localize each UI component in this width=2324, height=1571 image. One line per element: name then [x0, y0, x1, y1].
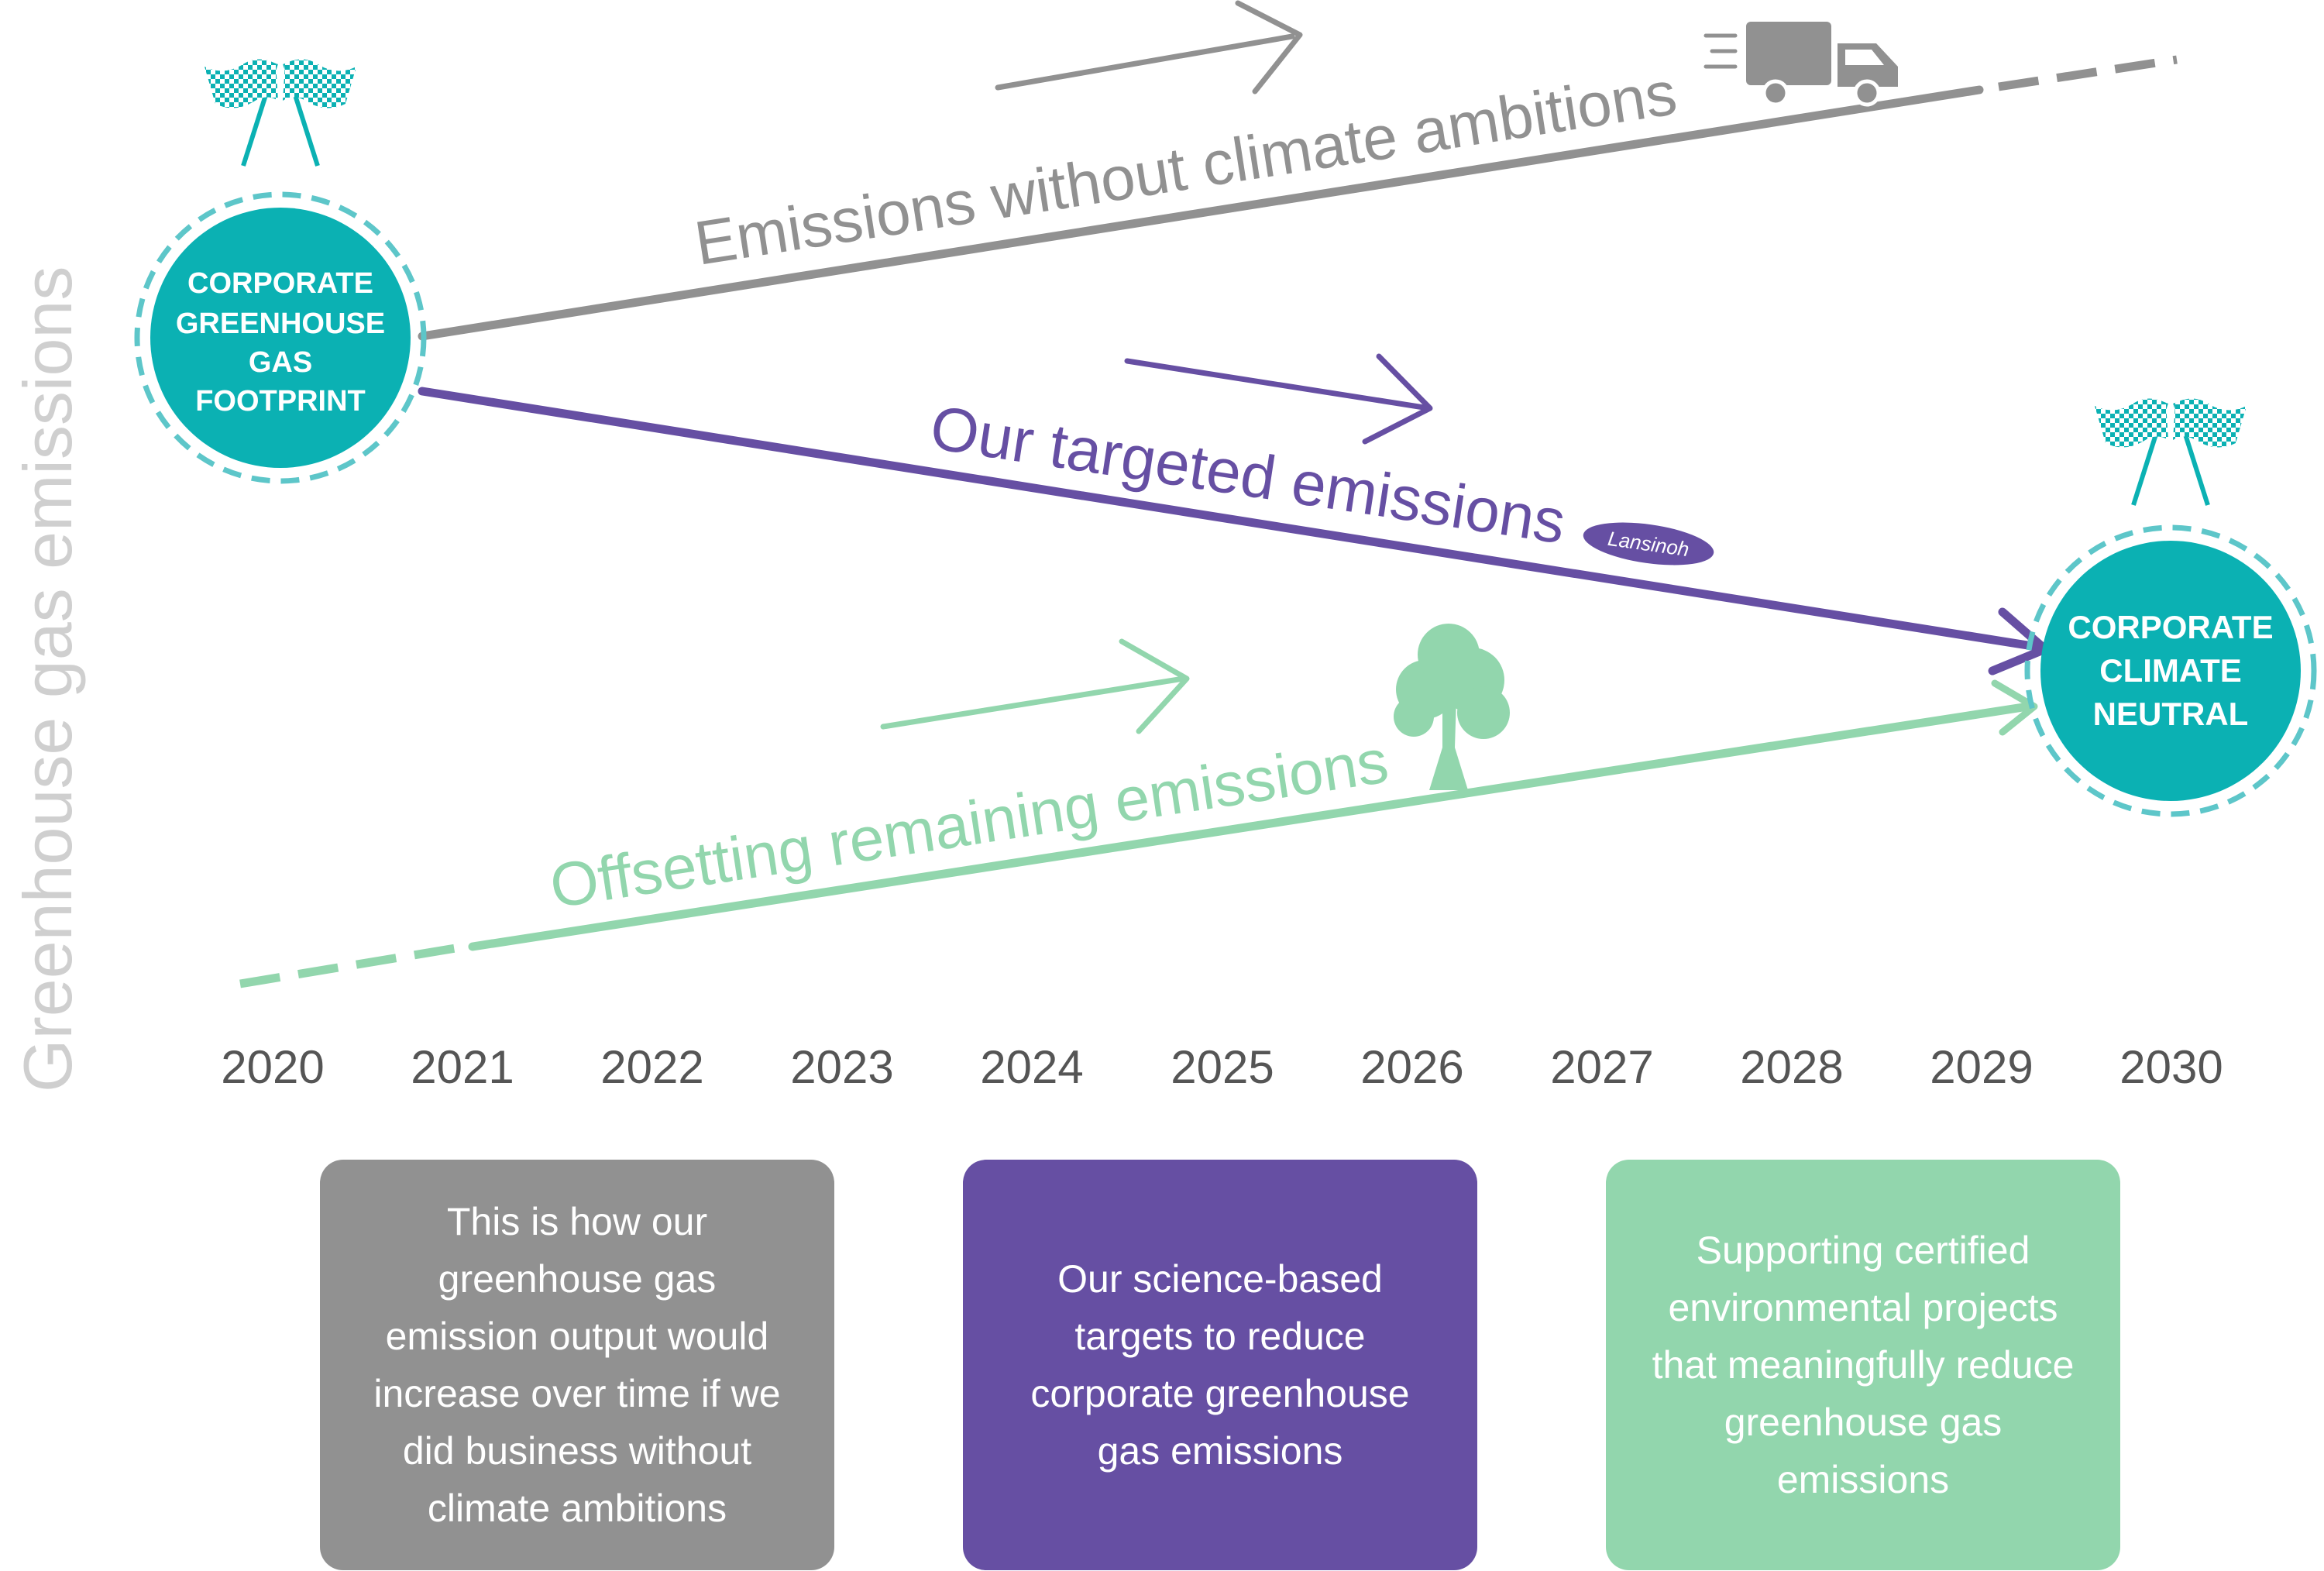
baseline-line — [418, 85, 1984, 341]
start-node-line-1: CORPORATE — [187, 267, 373, 300]
year-label: 2028 — [1740, 1041, 1843, 1093]
year-label: 2021 — [411, 1041, 514, 1093]
year-label: 2023 — [790, 1041, 893, 1093]
y-axis-label: Greenhouse gas emissions — [9, 266, 86, 1092]
year-label: 2022 — [600, 1041, 703, 1093]
tree-icon — [1394, 624, 1510, 790]
offset-arrow-shaft — [880, 675, 1187, 730]
target-box: Our science-based targets to reduce corp… — [963, 1160, 1477, 1570]
end-checkered-flags-icon — [2095, 398, 2247, 505]
baseline-arrow-head — [1235, 0, 1303, 95]
baseline-arrow-shaft — [995, 33, 1295, 91]
end-node-ring — [2024, 524, 2317, 817]
year-label: 2030 — [2119, 1041, 2223, 1093]
year-label: 2029 — [1930, 1041, 2033, 1093]
baseline-label: Emissions without climate ambitions — [690, 58, 1681, 278]
target-path: Our targeted emissions Lansinoh — [418, 353, 2050, 675]
start-checkered-flags-icon — [205, 59, 356, 166]
target-box-text: Our science-based targets to reduce corp… — [1030, 1257, 1410, 1473]
year-axis: 2020 2021 2022 2023 2024 2025 2026 2027 … — [221, 1041, 2223, 1093]
offset-box-text: Supporting certified environmental proje… — [1652, 1229, 2075, 1501]
baseline-dashed-line — [1998, 55, 2178, 91]
lansinoh-logo: Lansinoh — [1583, 522, 1714, 565]
start-node-line-3: GAS — [249, 346, 312, 379]
baseline-path: Emissions without climate ambitions — [418, 0, 2178, 341]
target-arrow-head — [1362, 353, 1433, 445]
target-line — [418, 387, 2042, 651]
start-node-ring — [134, 191, 427, 484]
end-node: CORPORATE CLIMATE NEUTRAL — [2024, 398, 2317, 817]
year-label: 2024 — [980, 1041, 1083, 1093]
delivery-truck-icon — [1703, 22, 1898, 107]
offset-arrow-head — [1119, 638, 1190, 734]
offset-line — [468, 702, 2033, 951]
start-node: CORPORATE GREENHOUSE GAS FOOTPRINT — [134, 59, 427, 484]
target-label: Our targeted emissions — [926, 393, 1569, 557]
start-node-line-4: FOOTPRINT — [195, 385, 366, 418]
end-node-circle — [2040, 541, 2301, 801]
start-node-circle — [150, 208, 411, 468]
baseline-box: This is how our greenhouse gas emission … — [320, 1160, 834, 1570]
end-node-line-2: CLIMATE — [2099, 652, 2242, 689]
year-label: 2026 — [1360, 1041, 1463, 1093]
end-node-line-1: CORPORATE — [2068, 609, 2273, 645]
year-label: 2025 — [1171, 1041, 1274, 1093]
offset-dashed-line — [239, 942, 466, 988]
end-node-line-3: NEUTRAL — [2093, 696, 2249, 732]
target-arrow-shaft — [1124, 358, 1427, 411]
start-node-line-2: GREENHOUSE — [176, 308, 385, 340]
offset-box: Supporting certified environmental proje… — [1606, 1160, 2120, 1570]
year-label: 2027 — [1550, 1041, 1653, 1093]
baseline-box-text: This is how our greenhouse gas emission … — [373, 1200, 781, 1530]
offset-path: Offsetting remaining emissions — [239, 624, 2038, 988]
year-label: 2020 — [221, 1041, 324, 1093]
